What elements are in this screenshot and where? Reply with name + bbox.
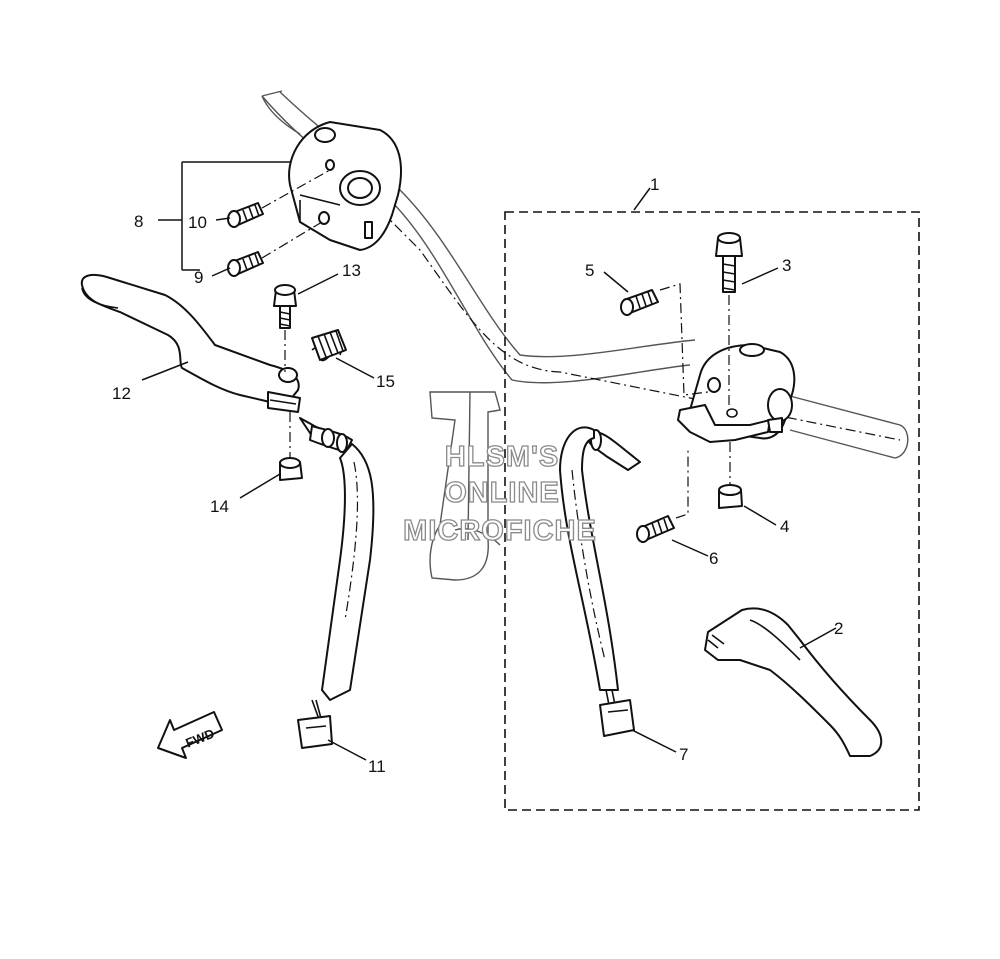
screw-6 xyxy=(636,448,689,543)
watermark: HLSM'S ONLINE MICROFICHE xyxy=(403,440,597,547)
nut-14 xyxy=(279,412,303,481)
right-brake-lever xyxy=(704,607,883,757)
left-clutch-lever xyxy=(80,273,301,413)
callout-12: 12 xyxy=(112,384,131,403)
screw-9 xyxy=(227,221,323,277)
callout-14: 14 xyxy=(210,497,229,516)
callout-1: 1 xyxy=(650,175,659,194)
bolt-3 xyxy=(715,232,743,410)
watermark-line-2: ONLINE xyxy=(444,477,560,509)
callout-15: 15 xyxy=(376,372,395,391)
callout-3: 3 xyxy=(782,256,791,275)
leader-lines xyxy=(141,161,837,761)
callout-7: 7 xyxy=(679,745,688,764)
callout-9: 9 xyxy=(194,268,203,287)
right-switch-wire xyxy=(559,426,641,737)
watermark-line-3: MICROFICHE xyxy=(403,515,597,547)
callout-labels: 1 2 3 4 5 6 7 8 9 10 11 12 13 14 15 xyxy=(112,175,843,776)
callout-13: 13 xyxy=(342,261,361,280)
left-switch-housing xyxy=(288,121,402,251)
callout-4: 4 xyxy=(780,517,789,536)
callout-8: 8 xyxy=(134,212,143,231)
spring-15 xyxy=(311,329,347,362)
screw-5 xyxy=(620,283,709,396)
watermark-line-1: HLSM'S xyxy=(445,441,559,473)
callout-10: 10 xyxy=(188,213,207,232)
forward-arrow-icon: FWD xyxy=(157,711,223,759)
callout-2: 2 xyxy=(834,619,843,638)
assembly-box-outline xyxy=(504,211,920,811)
callout-11: 11 xyxy=(368,757,386,776)
callout-5: 5 xyxy=(585,261,594,280)
pivot-bolt-13 xyxy=(273,284,297,372)
callout-6: 6 xyxy=(709,549,718,568)
left-switch-wire xyxy=(297,417,375,749)
right-switch-housing xyxy=(677,343,796,443)
nut-4 xyxy=(718,442,743,509)
